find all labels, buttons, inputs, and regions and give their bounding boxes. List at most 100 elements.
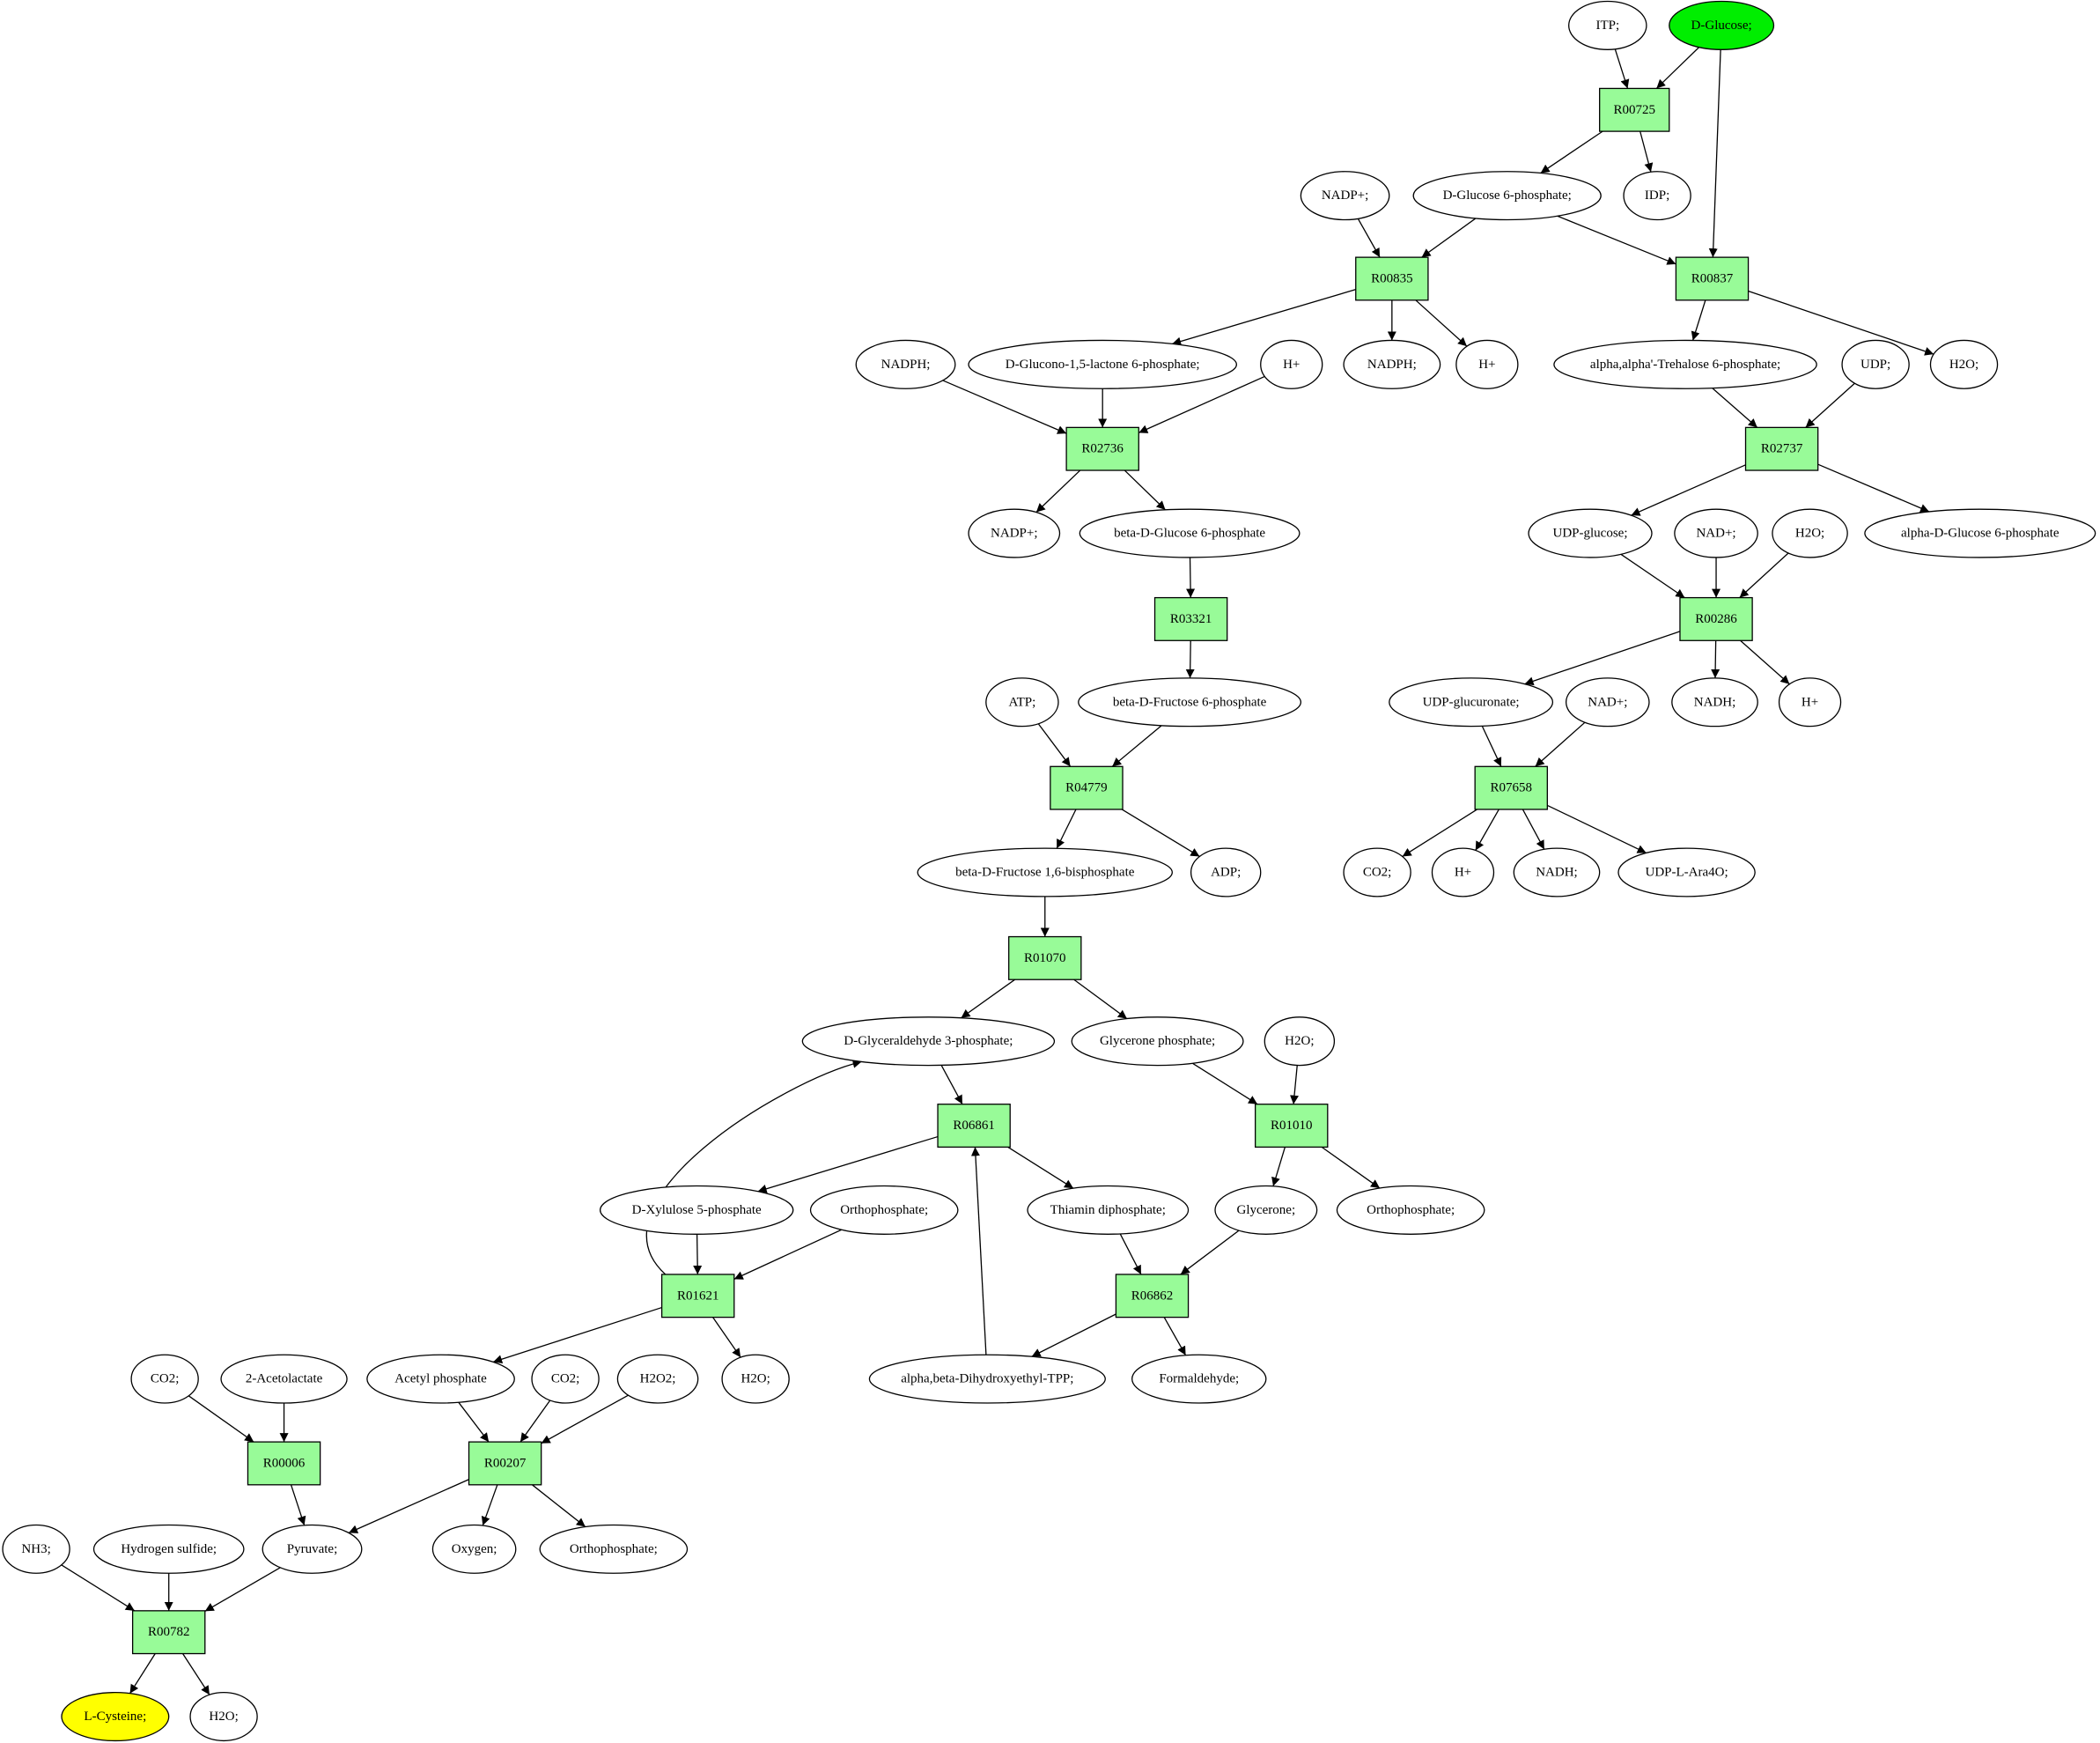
metabolite-ellipse [599,1185,794,1235]
reaction-node-r06861: R06861 [937,1104,1011,1148]
edge-udpglucose-to-r00286 [1620,553,1685,599]
node-label: H2O; [1949,358,1978,372]
node-label: NADH; [1536,865,1578,879]
metabolite-ellipse [1841,339,1910,389]
edge-r02736-to-nadp2 [1035,469,1081,513]
edge-bdf6p-to-r04779 [1111,725,1162,767]
edge-udp-to-r02737 [1805,382,1855,428]
metabolite-node-thiamin: Thiamin diphosphate; [1027,1185,1190,1235]
edge-r00782-to-h2o5 [182,1653,210,1695]
reaction-box [1744,426,1819,471]
node-label: UDP-glucose; [1553,527,1628,541]
metabolite-ellipse [1071,1016,1244,1067]
metabolite-node-dg6p: D-Glucose 6-phosphate; [1412,171,1602,221]
reaction-node-r01070: R01070 [1008,935,1082,980]
edge-r02737-to-udpglucose [1631,464,1746,516]
node-label: R01621 [677,1289,719,1303]
metabolite-ellipse [1078,677,1302,727]
edge-atp-to-r04779 [1037,723,1072,767]
metabolite-node-nad2: NAD+; [1565,677,1650,727]
metabolite-node-udp: UDP; [1841,339,1910,389]
reaction-box [660,1274,735,1318]
edge-glyceronep-to-r01010 [1191,1062,1258,1105]
metabolite-node-trehalose: alpha,alpha'-Trehalose 6-phosphate; [1553,339,1817,389]
node-label: NADP+; [991,527,1037,541]
metabolite-node-nadph2: NADPH; [1343,339,1441,389]
metabolite-node-formaldehyde: Formaldehyde; [1131,1354,1267,1404]
edge-dx5p-to-r01621 [693,1234,703,1274]
edge-r07658-to-hplus4 [1475,809,1499,851]
reaction-node-r00207: R00207 [468,1441,542,1486]
metabolite-ellipse [1412,171,1602,221]
metabolite-ellipse [1343,339,1441,389]
edge-glycerone-to-r06862 [1180,1230,1240,1275]
metabolite-ellipse [92,1524,245,1574]
edge-r07658-to-nadh2 [1522,809,1545,850]
edge-r01010-to-glycerone [1271,1147,1286,1186]
metabolite-node-adg6p: alpha-D-Glucose 6-phosphate [1864,508,2096,558]
metabolite-ellipse [721,1354,790,1404]
metabolite-ellipse [809,1185,959,1235]
edge-r04779-to-adp [1121,809,1200,858]
edge-r01621-to-acetylp [492,1306,662,1364]
reaction-box [937,1104,1011,1148]
metabolite-node-co2a: CO2; [1343,847,1411,897]
node-label: R02736 [1081,442,1124,456]
node-label: R00725 [1613,103,1655,117]
edge-r04779-to-bdfbp [1056,809,1077,849]
node-label: NADH; [1694,695,1736,709]
reaction-node-r00835: R00835 [1355,256,1429,301]
metabolite-ellipse [1568,0,1647,50]
reaction-node-r01010: R01010 [1254,1104,1329,1148]
metabolite-ellipse [61,1692,170,1742]
edge-h2o3-to-r01010 [1290,1065,1299,1104]
metabolite-ellipse [220,1354,348,1404]
reaction-box [1474,765,1548,810]
node-label: Hydrogen sulfide; [121,1542,217,1556]
metabolite-node-nadph1: NADPH; [855,339,956,389]
edge-r06861-to-dx5p [757,1135,939,1193]
node-label: H2O2; [640,1372,676,1386]
metabolite-ellipse [1669,0,1775,50]
metabolite-node-oxygen: Oxygen; [431,1524,517,1574]
edge-bdg6p-to-r03321 [1186,557,1196,598]
metabolite-node-dglucose: D-Glucose; [1669,0,1775,50]
edge-r02736-to-bdg6p [1124,469,1166,511]
node-label: R04779 [1065,781,1108,795]
edge-r01621-to-h2o4 [712,1317,741,1358]
metabolite-node-h2s: Hydrogen sulfide; [92,1524,245,1574]
metabolite-node-ortho1: Orthophosphate; [809,1185,959,1235]
node-label: Orthophosphate; [570,1542,658,1556]
node-label: R00006 [263,1456,306,1470]
metabolite-node-h2o5: H2O; [189,1692,258,1742]
reaction-box [1599,87,1670,132]
metabolite-node-h2o2b: H2O2; [616,1354,699,1404]
edge-r01010-to-ortho2 [1321,1146,1381,1189]
metabolite-ellipse [1431,847,1495,897]
metabolite-node-dx5p: D-Xylulose 5-phosphate [599,1185,794,1235]
metabolite-ellipse [1772,508,1848,558]
edge-r06862-to-formaldehyde [1163,1317,1187,1356]
node-label: H2O; [1285,1034,1314,1048]
metabolite-ellipse [1214,1185,1318,1235]
edge-r00207-to-pyruvate [348,1479,469,1533]
reaction-node-r04779: R04779 [1050,765,1124,810]
node-label: UDP; [1861,358,1890,372]
node-label: R00207 [484,1456,527,1470]
edge-h2o2b-to-r00207 [541,1394,629,1444]
edge-nadp1-to-r00835 [1357,218,1381,258]
node-label: D-Glucose; [1691,18,1752,33]
metabolite-ellipse [1079,508,1301,558]
metabolite-ellipse [539,1524,689,1574]
edge-pyruvate-to-r00782 [204,1567,281,1612]
metabolite-node-pyruvate: Pyruvate; [262,1524,363,1574]
metabolite-node-bdfbp: beta-D-Fructose 1,6-bisphosphate [917,847,1173,897]
edge-co2c-to-r00207 [519,1400,551,1443]
reaction-box [1153,596,1228,641]
node-label: R02737 [1761,442,1803,456]
metabolite-node-atp: ATP; [985,677,1059,727]
metabolite-node-glyceronep: Glycerone phosphate; [1071,1016,1244,1067]
node-label: Pyruvate; [287,1542,338,1556]
edge-r00835-to-dglucono [1172,289,1356,346]
